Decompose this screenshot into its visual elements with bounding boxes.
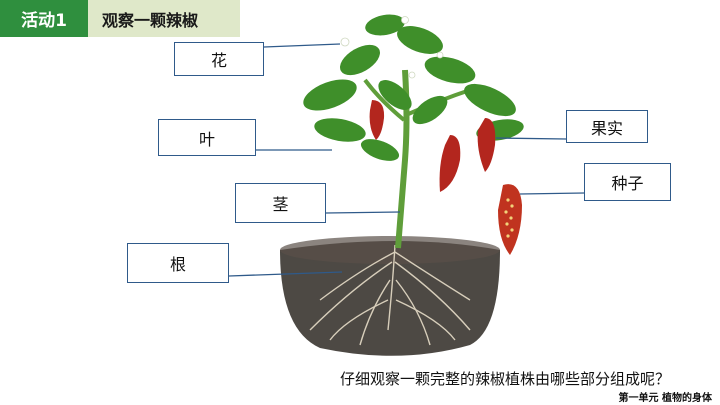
label-flower: 花 bbox=[174, 42, 264, 76]
flower-leader bbox=[263, 43, 341, 48]
seed-leader bbox=[519, 192, 585, 195]
flowers bbox=[340, 16, 444, 79]
seeds bbox=[504, 198, 514, 238]
label-fruit: 果实 bbox=[566, 110, 648, 143]
soil-mound bbox=[280, 241, 500, 356]
label-leaf: 叶 bbox=[158, 119, 256, 156]
branch-left bbox=[363, 78, 406, 122]
root-leader bbox=[228, 271, 343, 277]
activity-tag: 活动1 bbox=[0, 0, 88, 37]
fruit-leader bbox=[495, 137, 567, 140]
cut-pepper bbox=[498, 184, 522, 255]
footer-unit: 第一单元 植物的身体 bbox=[618, 393, 712, 404]
peppers bbox=[369, 100, 496, 192]
stem-leader bbox=[325, 211, 401, 214]
label-seed: 种子 bbox=[584, 163, 671, 201]
activity-title: 观察一颗辣椒 bbox=[88, 0, 240, 37]
roots bbox=[309, 244, 471, 346]
label-root: 根 bbox=[127, 243, 229, 283]
question-text: 仔细观察一颗完整的辣椒植株由哪些部分组成呢？ bbox=[340, 370, 671, 388]
soil-top bbox=[280, 236, 500, 264]
label-stem: 茎 bbox=[235, 183, 326, 223]
